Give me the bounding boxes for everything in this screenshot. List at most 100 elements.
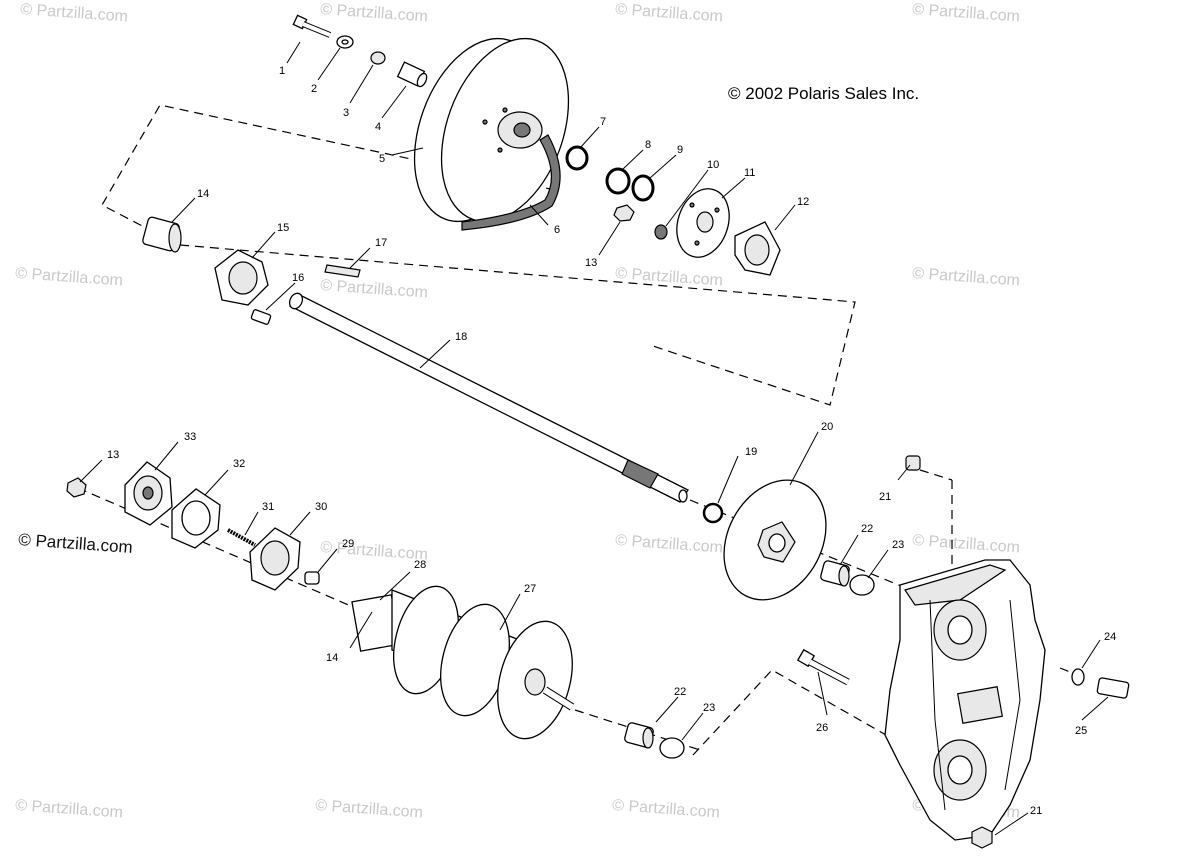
washer-part — [654, 224, 668, 240]
callout-17: 17 — [375, 237, 387, 249]
callout-21: 21 — [1030, 805, 1042, 817]
watermark: © Partzilla.com — [20, 1, 129, 25]
key-part — [324, 264, 361, 278]
watermark: © Partzilla.com — [615, 532, 724, 556]
callout-10: 10 — [707, 159, 719, 171]
ring-part — [605, 167, 631, 195]
spring-part — [227, 528, 256, 547]
callout-11: 11 — [744, 167, 755, 179]
assembly-line-case-top — [919, 469, 953, 481]
callout-16: 16 — [292, 272, 304, 284]
nut-part — [971, 826, 993, 849]
plug-part — [659, 737, 685, 759]
watermark: © Partzilla.com — [315, 797, 424, 821]
watermark: © Partzilla.com — [15, 797, 124, 821]
chain-part — [461, 134, 561, 231]
flange-part — [124, 461, 173, 526]
flange-part — [249, 527, 301, 591]
callout-24: 24 — [1104, 631, 1116, 643]
washer-part — [370, 51, 386, 65]
callout-13: 13 — [107, 449, 119, 461]
bushing-part — [396, 61, 428, 88]
callout-3: 3 — [343, 107, 349, 119]
watermark: © Partzilla.com — [615, 265, 724, 289]
callout-8: 8 — [645, 139, 651, 151]
plug-part — [849, 574, 875, 596]
callout-25: 25 — [1075, 725, 1087, 737]
nut-part — [613, 204, 635, 222]
watermark: © Partzilla.com — [15, 265, 124, 289]
callout-18: 18 — [455, 331, 467, 343]
chaincase-assembly — [820, 455, 1130, 849]
sprocket-part — [413, 37, 570, 223]
bolt-part — [304, 571, 320, 585]
callout-19: 19 — [745, 446, 757, 458]
callout-27: 27 — [524, 583, 536, 595]
assembly-line-upper-left — [101, 104, 556, 231]
nut-part — [66, 477, 87, 498]
washer-hole — [341, 39, 349, 45]
watermark: © Partzilla.com — [912, 1, 1021, 25]
plate-part — [676, 188, 730, 258]
callout-23: 23 — [892, 539, 904, 551]
callout-12: 12 — [797, 196, 809, 208]
callout-14: 14 — [326, 652, 338, 664]
callout-31: 31 — [262, 501, 274, 513]
callout-5: 5 — [379, 153, 385, 165]
lower-assembly — [66, 461, 850, 759]
callout-4: 4 — [375, 121, 381, 133]
leader-lines — [79, 41, 1109, 836]
callout-26: 26 — [816, 722, 828, 734]
bearing-part — [820, 560, 850, 587]
callout-28: 28 — [414, 559, 426, 571]
callout-33: 33 — [184, 431, 196, 443]
watermark: © Partzilla.com — [912, 532, 1021, 556]
assembly-line-upper-right — [179, 244, 856, 406]
bearing-part — [142, 216, 182, 253]
flange-part — [214, 249, 269, 306]
callout-30: 30 — [315, 501, 327, 513]
callout-14: 14 — [197, 188, 209, 200]
bolt-part — [1096, 677, 1130, 699]
watermark: © Partzilla.com — [612, 797, 721, 821]
assembly-line-bolt — [692, 669, 931, 761]
ring-part — [702, 502, 724, 524]
callout-2: 2 — [311, 83, 317, 95]
washer-part — [1071, 668, 1085, 686]
callout-22: 22 — [861, 523, 873, 535]
bolt-part — [292, 14, 332, 38]
watermark: © Partzilla.com — [320, 1, 429, 25]
bolt-part — [796, 648, 850, 686]
brake-disc-part — [723, 479, 827, 601]
gasket-part — [171, 488, 221, 549]
bolt-part — [250, 309, 272, 325]
callout-20: 20 — [821, 421, 833, 433]
chaincase-part — [884, 559, 1046, 841]
callout-32: 32 — [233, 458, 245, 470]
callout-9: 9 — [677, 144, 683, 156]
watermark: © Partzilla.com — [615, 1, 724, 25]
ring-part — [631, 174, 655, 202]
seal-part — [565, 145, 589, 171]
callout-29: 29 — [342, 538, 354, 550]
copyright-notice: © 2002 Polaris Sales Inc. — [728, 84, 919, 103]
watermark: © Partzilla.com — [320, 277, 429, 301]
callout-7: 7 — [600, 116, 606, 128]
callout-13: 13 — [585, 257, 597, 269]
flange-part — [734, 221, 781, 276]
upper-assembly — [142, 14, 827, 601]
callout-labels: 1 2 3 4 5 6 7 8 9 10 11 12 13 14 15 16 1… — [107, 65, 1116, 817]
callout-15: 15 — [277, 222, 289, 234]
watermark: © Partzilla.com — [912, 265, 1021, 289]
callout-6: 6 — [554, 224, 560, 236]
nut-part — [905, 455, 921, 471]
callout-1: 1 — [279, 65, 285, 77]
callout-22: 22 — [674, 686, 686, 698]
drive-shaft-part — [351, 585, 575, 740]
callout-21: 21 — [879, 491, 891, 503]
shaft-part — [288, 292, 689, 503]
callout-23: 23 — [703, 702, 715, 714]
bearing-part — [624, 722, 654, 749]
watermark: © Partzilla.com — [320, 539, 429, 563]
